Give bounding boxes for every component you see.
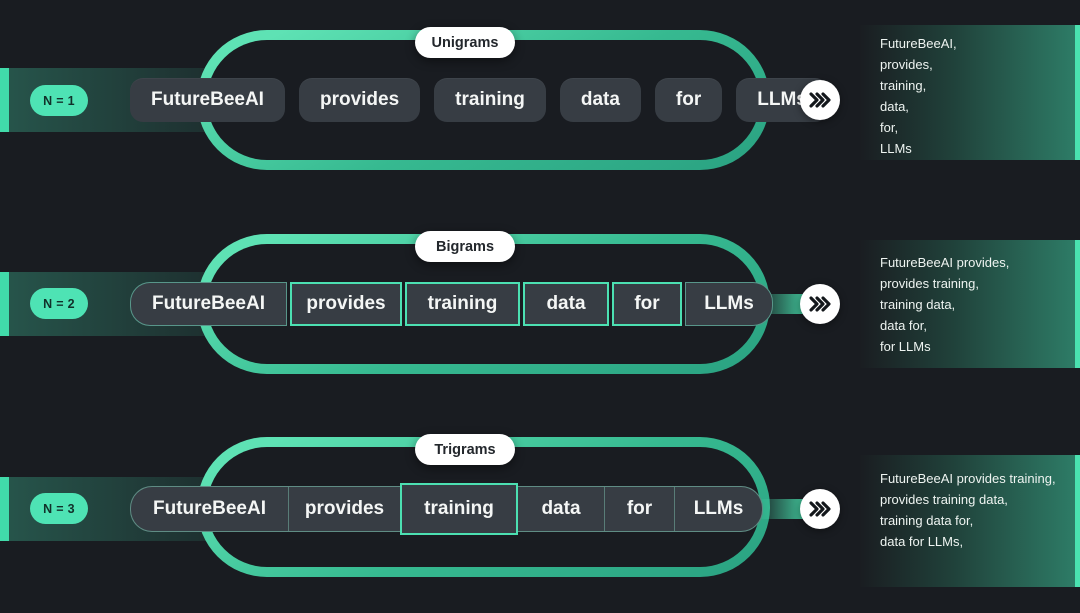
output-line: training, [880,78,927,93]
triple-chevron-icon [800,489,840,529]
token-word-highlighted: training [405,282,520,326]
token-word: for [604,487,674,531]
output-line: training data for, [880,513,974,528]
token-word: provides [288,487,400,531]
trigram-token-bar: FutureBeeAI provides training data for L… [130,483,763,535]
row-accent-bar [0,477,9,541]
output-line: for LLMs [880,339,931,354]
unigrams-label-pill: Unigrams [415,27,515,58]
token-word: provides [298,78,421,122]
row-accent-bar [0,68,9,132]
output-line: data for, [880,318,927,333]
token-word: data [541,498,581,519]
token-word: FutureBeeAI [153,498,266,519]
row-accent-bar [0,272,9,336]
triple-chevron-icon [800,80,840,120]
trigrams-label-pill: Trigrams [415,434,515,465]
token-word: FutureBeeAI [130,282,287,326]
bigrams-output-panel: FutureBeeAI provides, provides training,… [860,240,1080,368]
output-line: for, [880,120,899,135]
output-line: provides training, [880,276,979,291]
token-word-highlighted: provides [290,282,402,326]
output-line: FutureBeeAI provides training, [880,471,1056,486]
token-word: training [434,78,546,122]
bigrams-label-pill: Bigrams [415,231,515,262]
output-line: training data, [880,297,956,312]
n-value-badge: N = 3 [30,493,88,524]
output-connector [757,499,813,519]
output-line: provides, [880,57,933,72]
token-word-highlighted: for [612,282,682,326]
n-value-badge: N = 1 [30,85,88,116]
output-line: FutureBeeAI, [880,36,957,51]
unigram-token-row: FutureBeeAI provides training data for L… [130,78,828,122]
token-word: LLMs [685,282,773,326]
trigrams-output-panel: FutureBeeAI provides training, provides … [860,455,1080,587]
token-word-highlighted: data [523,282,609,326]
output-line: FutureBeeAI provides, [880,255,1010,270]
output-line: data for LLMs, [880,534,964,549]
output-line: provides training data, [880,492,1008,507]
token-word: LLMs [674,487,762,531]
bigram-token-bar: FutureBeeAI provides training data for L… [130,282,773,326]
token-word: for [654,78,723,122]
output-line: LLMs [880,141,912,156]
unigrams-output-panel: FutureBeeAI, provides, training, data, f… [860,25,1080,160]
output-line: data, [880,99,909,114]
token-word: FutureBeeAI [130,78,285,122]
n-value-badge: N = 2 [30,288,88,319]
token-word-highlighted: training [400,483,518,535]
triple-chevron-icon [800,284,840,324]
token-word: data [559,78,641,122]
